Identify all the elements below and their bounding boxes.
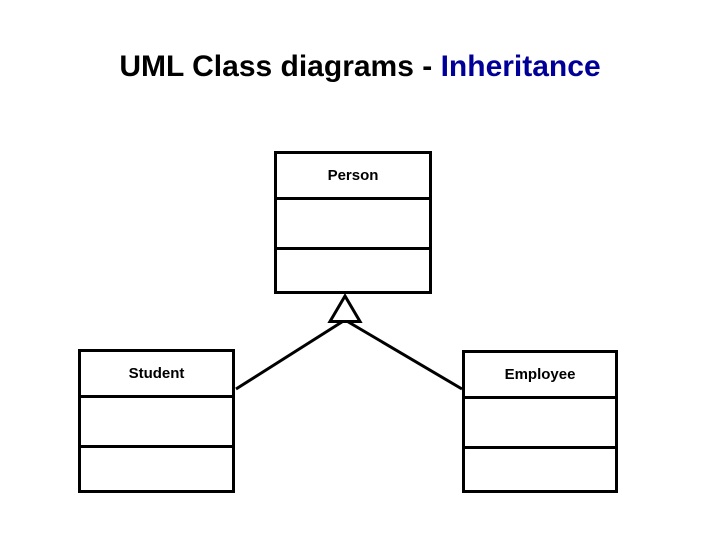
operations-compartment xyxy=(277,250,429,291)
slide-title: UML Class diagrams - Inheritance xyxy=(0,50,720,84)
connector-line-employee xyxy=(344,318,463,391)
inheritance-triangle-icon xyxy=(327,293,363,323)
attributes-compartment xyxy=(81,398,232,448)
operations-compartment xyxy=(81,448,232,490)
class-name-label: Student xyxy=(81,352,232,398)
attributes-compartment xyxy=(277,200,429,250)
class-box-student: Student xyxy=(78,349,235,493)
operations-compartment xyxy=(465,449,615,490)
title-text: UML Class diagrams - xyxy=(119,50,441,83)
title-highlight: Inheritance xyxy=(440,50,601,83)
class-name-label: Person xyxy=(277,154,429,200)
class-box-employee: Employee xyxy=(462,350,618,493)
class-name-label: Employee xyxy=(465,353,615,399)
connector-line-student xyxy=(235,318,346,391)
class-box-person: Person xyxy=(274,151,432,294)
attributes-compartment xyxy=(465,399,615,449)
